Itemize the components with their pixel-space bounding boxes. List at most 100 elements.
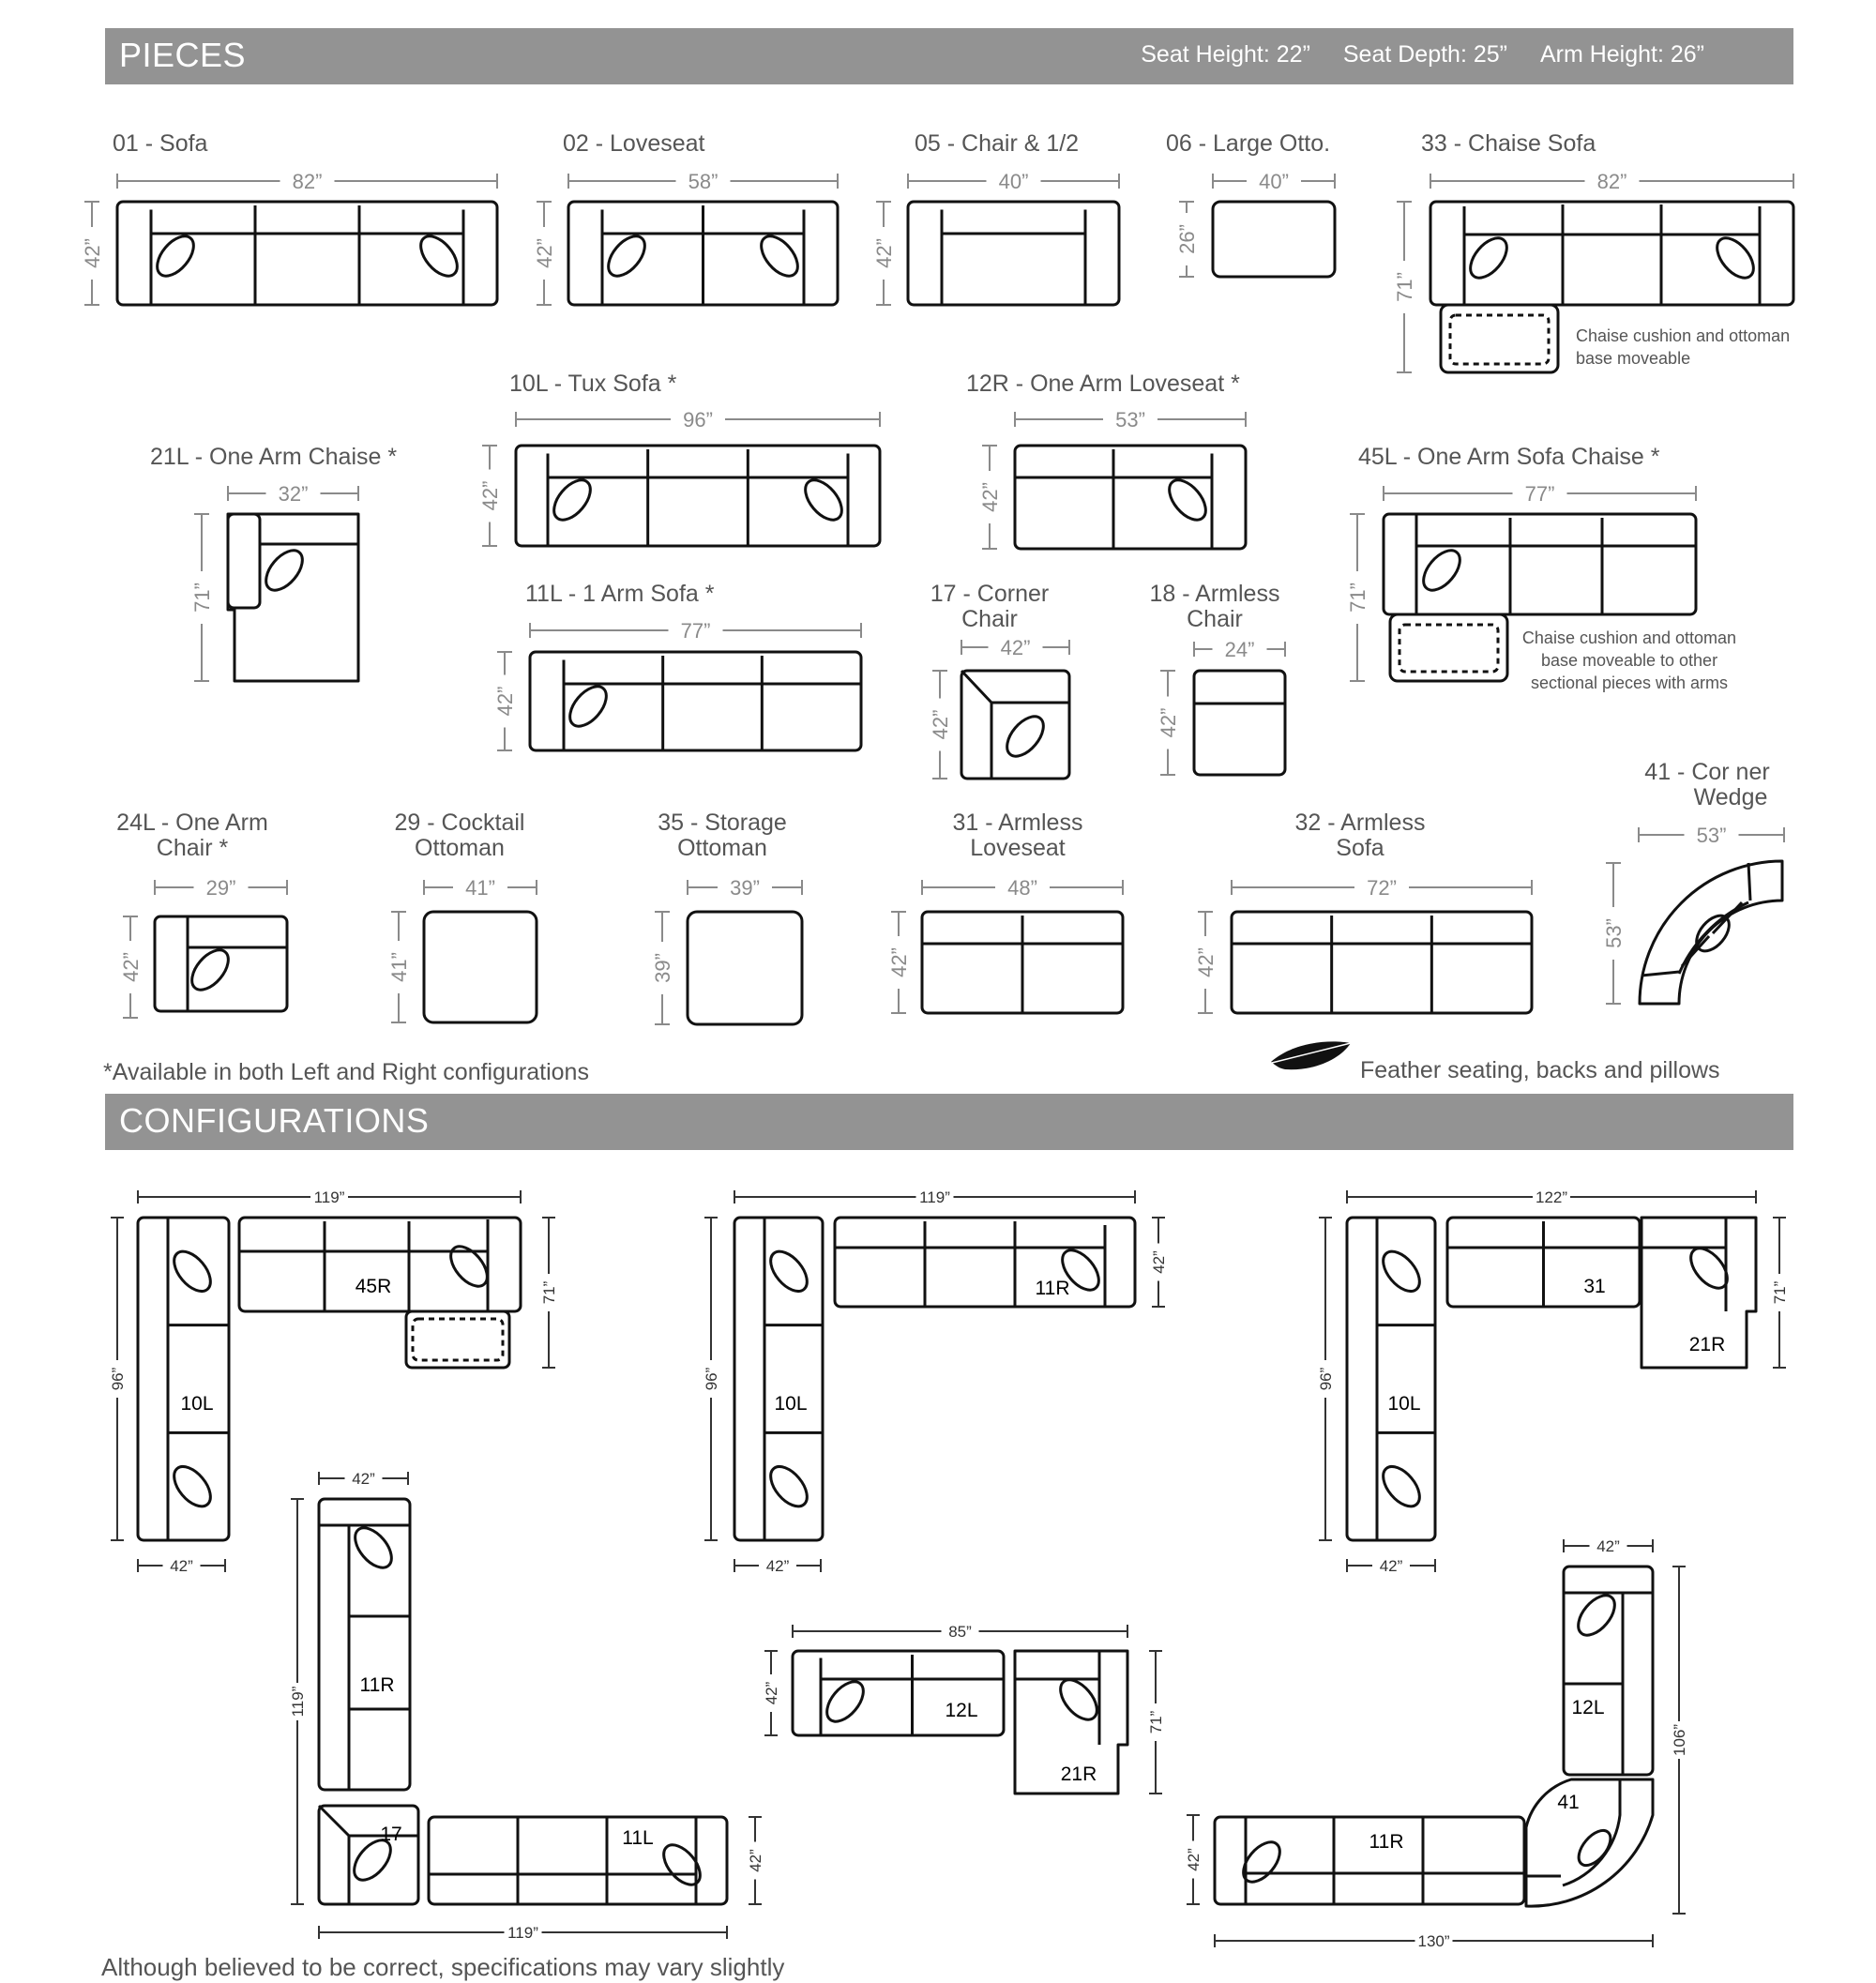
disclaimer: Although believed to be correct, specifi… <box>101 1953 785 1981</box>
dimension-label: 42” <box>1157 708 1180 738</box>
configurations-title: CONFIGURATIONS <box>119 1101 430 1140</box>
pillow <box>1242 1840 1281 1884</box>
piece-code-label: 10L <box>1387 1393 1420 1415</box>
dimension-label: 71” <box>1346 583 1369 613</box>
dimension-label: 42” <box>887 947 911 977</box>
pillow <box>1469 236 1508 280</box>
dimension-label: 122” <box>1536 1188 1567 1206</box>
feather-icon <box>1267 1041 1352 1070</box>
storage-ottoman-line2: Ottoman <box>677 835 767 861</box>
pillow <box>1006 715 1045 758</box>
furniture-outline <box>422 910 538 1024</box>
furniture-outline <box>1439 303 1560 374</box>
furniture-outline <box>733 1216 825 1542</box>
pillow <box>662 1843 702 1886</box>
piece-code-label: 11R <box>1036 1278 1070 1299</box>
dimension-label: 42” <box>978 482 1002 512</box>
seam-line <box>317 1804 351 1838</box>
piece-name-tux-sofa: 10L - Tux Sofa * <box>509 371 677 397</box>
dimension-label: 85” <box>948 1623 972 1641</box>
pillow <box>354 1526 393 1569</box>
dimension-label: 71” <box>1771 1280 1789 1304</box>
pillow <box>607 235 646 278</box>
seam-line <box>960 669 993 704</box>
piece-name-one-arm-loveseat: 12R - One Arm Loveseat * <box>966 371 1240 397</box>
furniture-outline <box>1192 669 1287 777</box>
dimension-label: 42” <box>747 1849 764 1872</box>
piece-name-chaise-sofa: 33 - Chaise Sofa <box>1421 130 1596 157</box>
ottoman-base-outline <box>1448 313 1551 366</box>
furniture-outline <box>1345 1216 1437 1542</box>
dimension-label: 42” <box>1001 636 1031 659</box>
dimension-label: 119” <box>314 1188 345 1206</box>
pillow <box>173 1465 212 1508</box>
sofa-chaise-note: Chaise cushion and ottoman base moveable… <box>1521 628 1737 692</box>
dimension-label: 29” <box>206 876 236 900</box>
piece-code-label: 10L <box>774 1393 807 1415</box>
furniture-outline <box>115 200 499 307</box>
armless-chair-line1: 18 - Armless <box>1149 581 1280 607</box>
furniture-outline <box>1213 1815 1526 1906</box>
pillow <box>825 1680 865 1723</box>
dimension-label: 96” <box>683 408 713 431</box>
pillow <box>190 948 230 992</box>
pillow <box>419 235 459 278</box>
furniture-outline <box>1429 200 1795 307</box>
chaise-sofa-note: Chaise cushion and ottoman base moveable <box>1576 326 1791 368</box>
furniture-outline <box>1638 859 1784 1006</box>
dimension-label: 42” <box>170 1557 193 1575</box>
dimension-label: 41” <box>387 952 411 982</box>
corner-wedge-line1: 41 - Cor ner <box>1644 759 1770 785</box>
dimension-label: 42” <box>81 238 104 268</box>
furniture-outline <box>1013 1649 1129 1795</box>
furniture-outline <box>514 444 882 548</box>
pillow <box>1716 236 1755 280</box>
armless-loveseat-line2: Loveseat <box>970 835 1066 861</box>
corner-chair-line2: Chair <box>961 606 1018 632</box>
dimension-label: 40” <box>999 170 1029 193</box>
dimension-label: 71” <box>1147 1710 1165 1733</box>
pillow <box>804 478 843 522</box>
dimension-label: 119” <box>507 1924 538 1942</box>
pillow <box>1061 1249 1100 1292</box>
dimension-label: 53” <box>1602 918 1626 948</box>
dimension-label: 53” <box>1697 824 1727 847</box>
furniture-outline <box>1524 1778 1655 1908</box>
dimension-label: 42” <box>763 1681 780 1704</box>
piece-name-one-arm-sofa-chaise: 45L - One Arm Sofa Chaise * <box>1358 444 1660 470</box>
furniture-outline <box>317 1497 412 1792</box>
piece-code-label: 11R <box>1369 1831 1404 1853</box>
corner-wedge-line2: Wedge <box>1693 784 1768 810</box>
dimension-label: 106” <box>1671 1724 1688 1756</box>
dimension-label: 42” <box>1150 1250 1168 1274</box>
pillow <box>552 478 592 522</box>
dimension-label: 48” <box>1007 876 1037 900</box>
dimension-label: 40” <box>1259 170 1289 193</box>
furniture-outline <box>1211 200 1337 279</box>
piece-code-label: 21R <box>1689 1334 1726 1355</box>
pieces-title: PIECES <box>119 36 247 74</box>
pillow <box>1059 1678 1098 1721</box>
pillow <box>1689 1247 1729 1290</box>
dimension-label: 82” <box>293 170 323 193</box>
furniture-outline <box>686 910 804 1026</box>
furniture-outline <box>226 512 262 610</box>
armless-chair-line2: Chair <box>1187 606 1243 632</box>
pillow <box>353 1839 392 1882</box>
cocktail-ottoman-line2: Ottoman <box>415 835 505 861</box>
dimension-label: 41” <box>465 876 495 900</box>
dimension-label: 42” <box>1185 1848 1203 1871</box>
seat-specs: Seat Height: 22” Seat Depth: 25” Arm Hei… <box>1114 41 1704 68</box>
ottoman-base-outline <box>1398 623 1500 674</box>
furniture-outline <box>1677 901 1749 975</box>
furniture-outline <box>1640 1216 1758 1370</box>
dimension-label: 119” <box>919 1188 950 1206</box>
furniture-outline <box>1230 910 1534 1015</box>
dimension-label: 77” <box>1525 482 1555 506</box>
dimension-label: 71” <box>1393 272 1416 302</box>
piece-code-label: 12L <box>1571 1697 1604 1718</box>
pillow <box>769 1465 809 1508</box>
